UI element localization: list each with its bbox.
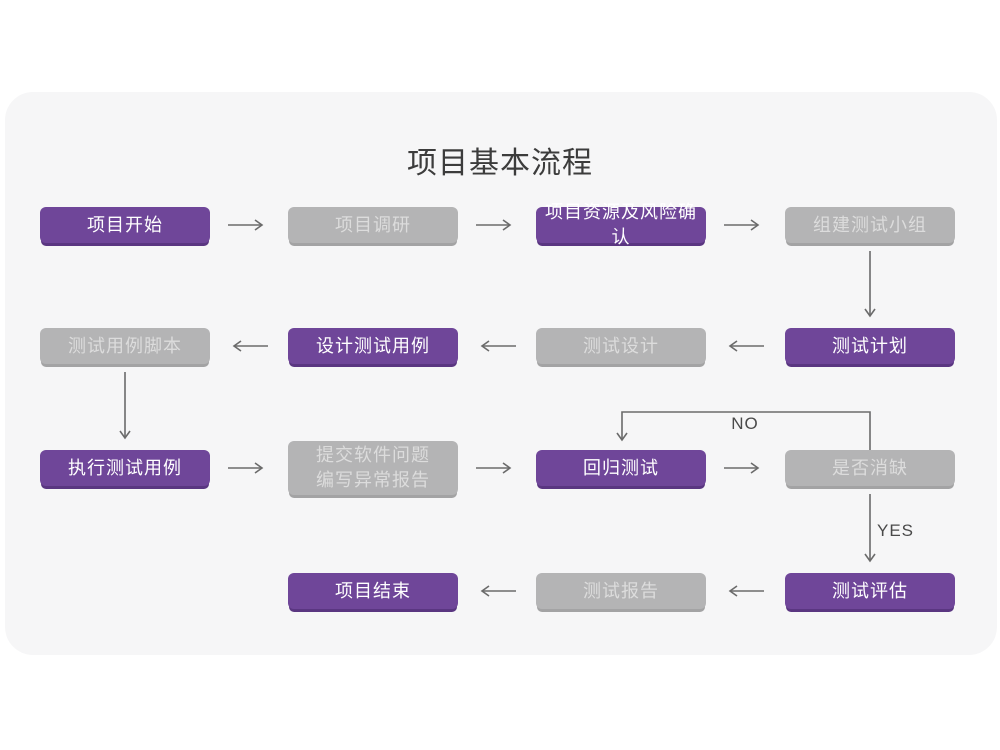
node-test-plan: 测试计划 <box>785 328 955 364</box>
edge-label-no: NO <box>731 414 759 433</box>
node-build-test-team: 组建测试小组 <box>785 207 955 243</box>
flowchart-card <box>5 92 997 655</box>
node-test-design: 测试设计 <box>536 328 706 364</box>
edge-label-yes: YES <box>877 521 915 540</box>
node-test-evaluation: 测试评估 <box>785 573 955 609</box>
node-design-test-cases: 设计测试用例 <box>288 328 458 364</box>
node-project-end: 项目结束 <box>288 573 458 609</box>
node-regression-test: 回归测试 <box>536 450 706 486</box>
page-title: 项目基本流程 <box>407 147 593 180</box>
node-defect-cleared: 是否消缺 <box>785 450 955 486</box>
node-test-report: 测试报告 <box>536 573 706 609</box>
node-test-case-script: 测试用例脚本 <box>40 328 210 364</box>
node-resources-risk: 项目资源及风险确认 <box>536 202 706 247</box>
node-project-start: 项目开始 <box>40 207 210 243</box>
node-submit-issues: 提交软件问题 编写异常报告 <box>288 441 458 495</box>
node-project-research: 项目调研 <box>288 207 458 243</box>
node-execute-test-cases: 执行测试用例 <box>40 450 210 486</box>
